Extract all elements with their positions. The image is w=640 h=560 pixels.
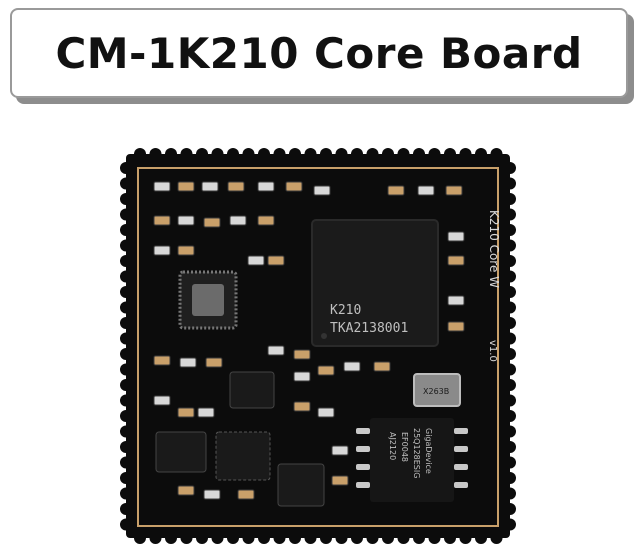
flash-pin bbox=[454, 446, 468, 452]
smd-component bbox=[331, 475, 349, 486]
smd-component bbox=[227, 181, 245, 192]
smd-component bbox=[247, 255, 265, 266]
smd-component bbox=[257, 181, 275, 192]
flash-pin bbox=[356, 428, 370, 434]
smd-component bbox=[293, 371, 311, 382]
smd-component bbox=[203, 489, 221, 500]
smd-component bbox=[447, 255, 465, 266]
smd-component bbox=[203, 217, 221, 228]
smd-component bbox=[343, 361, 361, 372]
smd-component bbox=[285, 181, 303, 192]
flash-pin bbox=[454, 464, 468, 470]
qfn-die bbox=[192, 284, 224, 316]
core-board-photo: K210 TKA2138001 K210 Core W v1.0 X263B G… bbox=[120, 148, 516, 544]
chip-label-line1: K210 bbox=[330, 303, 361, 318]
smd-component bbox=[197, 407, 215, 418]
smd-component bbox=[177, 181, 195, 192]
silkscreen-board-name: K210 Core W bbox=[487, 210, 501, 288]
smd-component bbox=[177, 485, 195, 496]
smd-component bbox=[177, 245, 195, 256]
smd-component bbox=[267, 345, 285, 356]
smd-component bbox=[387, 185, 405, 196]
ic-small-2 bbox=[155, 431, 207, 473]
smd-component bbox=[331, 445, 349, 456]
smd-component bbox=[417, 185, 435, 196]
smd-component bbox=[179, 357, 197, 368]
smd-component bbox=[293, 401, 311, 412]
flash-vendor: GigaDevice bbox=[424, 428, 433, 474]
silkscreen-version: v1.0 bbox=[487, 340, 498, 362]
k210-chip bbox=[311, 219, 439, 347]
smd-component bbox=[373, 361, 391, 372]
flash-line4: AJ2120 bbox=[388, 432, 397, 460]
smd-component bbox=[153, 355, 171, 366]
smd-component bbox=[317, 365, 335, 376]
crystal-label: X263B bbox=[423, 387, 449, 396]
title-banner: CM-1K210 Core Board bbox=[10, 8, 628, 98]
flash-pin bbox=[454, 482, 468, 488]
smd-component bbox=[313, 185, 331, 196]
ic-small-4 bbox=[277, 463, 325, 507]
smd-component bbox=[229, 215, 247, 226]
smd-component bbox=[445, 185, 463, 196]
smd-component bbox=[317, 407, 335, 418]
board-title: CM-1K210 Core Board bbox=[55, 28, 583, 78]
passive-components bbox=[153, 181, 465, 500]
flash-line3: EF0048 bbox=[400, 432, 409, 462]
flash-pin bbox=[356, 464, 370, 470]
smd-component bbox=[153, 181, 171, 192]
ic-small-3 bbox=[215, 431, 271, 481]
smd-component bbox=[153, 215, 171, 226]
chip-pin1-dot bbox=[321, 333, 327, 339]
smd-component bbox=[201, 181, 219, 192]
smd-component bbox=[205, 357, 223, 368]
smd-component bbox=[447, 231, 465, 242]
smd-component bbox=[177, 215, 195, 226]
smd-component bbox=[293, 349, 311, 360]
smd-component bbox=[257, 215, 275, 226]
smd-component bbox=[267, 255, 285, 266]
flash-pin bbox=[356, 482, 370, 488]
flash-part: 25Q128ESIG bbox=[412, 428, 421, 478]
ic-small-1 bbox=[229, 371, 275, 409]
smd-component bbox=[447, 295, 465, 306]
smd-component bbox=[447, 321, 465, 332]
crystal bbox=[413, 373, 461, 407]
flash-chip bbox=[370, 418, 454, 502]
flash-pin bbox=[356, 446, 370, 452]
smd-component bbox=[177, 407, 195, 418]
gold-border-trace bbox=[137, 167, 499, 527]
smd-component bbox=[237, 489, 255, 500]
chip-label-line2: TKA2138001 bbox=[330, 321, 408, 336]
flash-pin bbox=[454, 428, 468, 434]
flash-pins bbox=[356, 428, 468, 488]
smd-component bbox=[153, 395, 171, 406]
smd-component bbox=[153, 245, 171, 256]
